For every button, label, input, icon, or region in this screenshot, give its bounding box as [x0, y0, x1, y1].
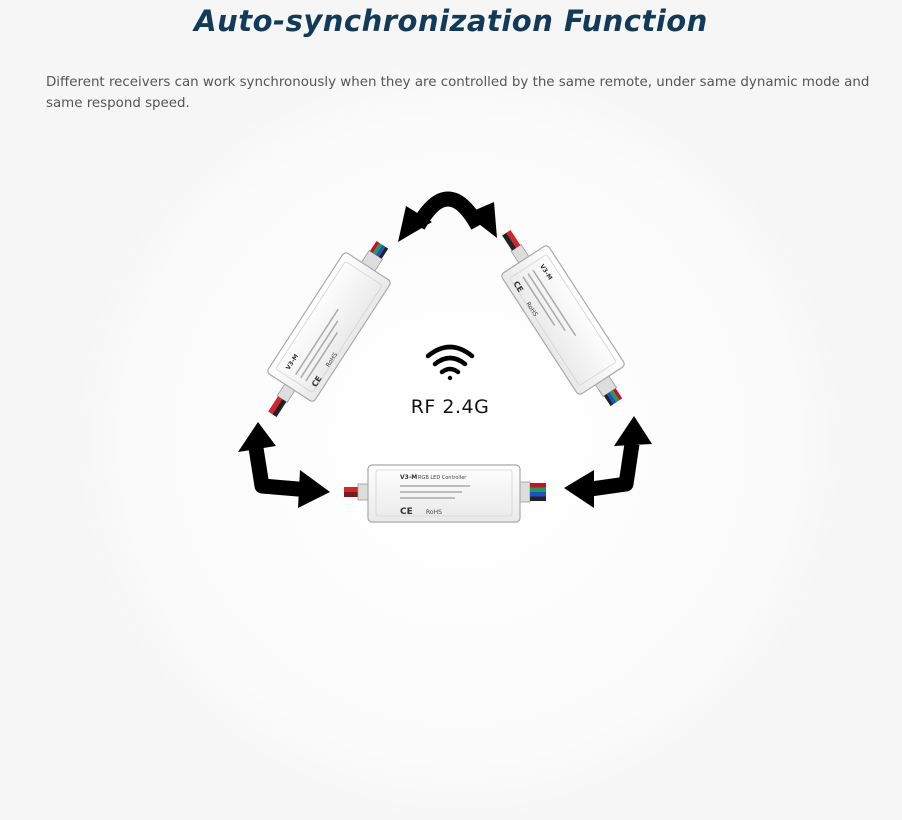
controller-body — [367, 464, 521, 523]
right-bent-arrow-icon — [564, 416, 652, 508]
rgb-cable — [360, 240, 389, 272]
power-cable — [268, 383, 296, 417]
power-cable — [502, 230, 530, 264]
controller-body — [267, 252, 391, 402]
rgb-cable — [517, 481, 546, 503]
page-title: Auto-synchronization Function — [194, 4, 708, 38]
rohs-mark: RoHS — [426, 509, 442, 516]
rf-label: RF 2.4G — [410, 396, 490, 418]
controller-right: V3-M CE RoHS — [501, 230, 625, 407]
controller-model: V3-M — [400, 474, 417, 481]
controller-body — [501, 245, 625, 395]
left-bent-arrow-icon — [238, 422, 330, 508]
wifi-icon — [425, 344, 475, 381]
sync-diagram: V3-M CE RoHS V3-M CE RoHS — [238, 191, 652, 523]
power-cable — [344, 483, 371, 501]
controller-left: V3-M CE RoHS — [267, 240, 391, 417]
top-double-arrow-icon — [398, 191, 497, 242]
controller-product-name: RGB LED Controller — [418, 475, 467, 481]
ce-mark: CE — [400, 507, 413, 517]
description-text: Different receivers can work synchronous… — [46, 75, 870, 111]
controller-bottom: V3-M RGB LED Controller CE RoHS — [344, 464, 546, 523]
rgb-cable — [594, 375, 623, 407]
